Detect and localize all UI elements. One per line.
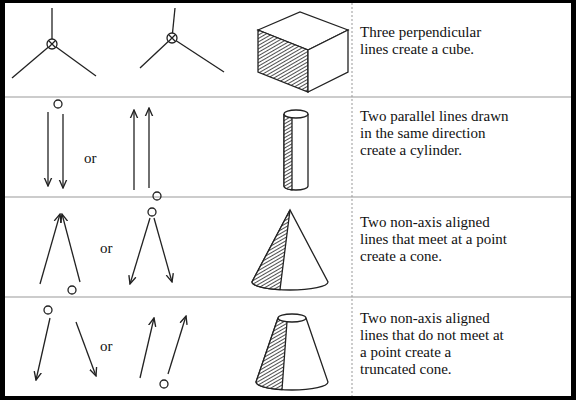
- table-ground: [5, 3, 571, 396]
- truncated-cone-shape: [256, 314, 328, 390]
- cube-gesture: [12, 8, 224, 78]
- or-text: or: [84, 150, 97, 167]
- cube-shape: [258, 12, 348, 92]
- cone-shape: [252, 210, 328, 290]
- cone-gesture: [40, 208, 172, 294]
- cylinder-gesture: [48, 100, 161, 200]
- truncated-cone-gesture: [36, 306, 186, 388]
- or-text: or: [100, 338, 113, 355]
- table-rules: [5, 3, 571, 396]
- description-text: Two parallel lines drawn in the same dir…: [360, 108, 510, 159]
- description-text: Two non-axis aligned lines that do not m…: [360, 310, 510, 378]
- cylinder-shape: [284, 110, 308, 190]
- or-text: or: [100, 240, 113, 257]
- description-text: Three perpendicular lines create a cube.: [360, 24, 510, 58]
- description-text: Two non-axis aligned lines that meet at …: [360, 214, 510, 265]
